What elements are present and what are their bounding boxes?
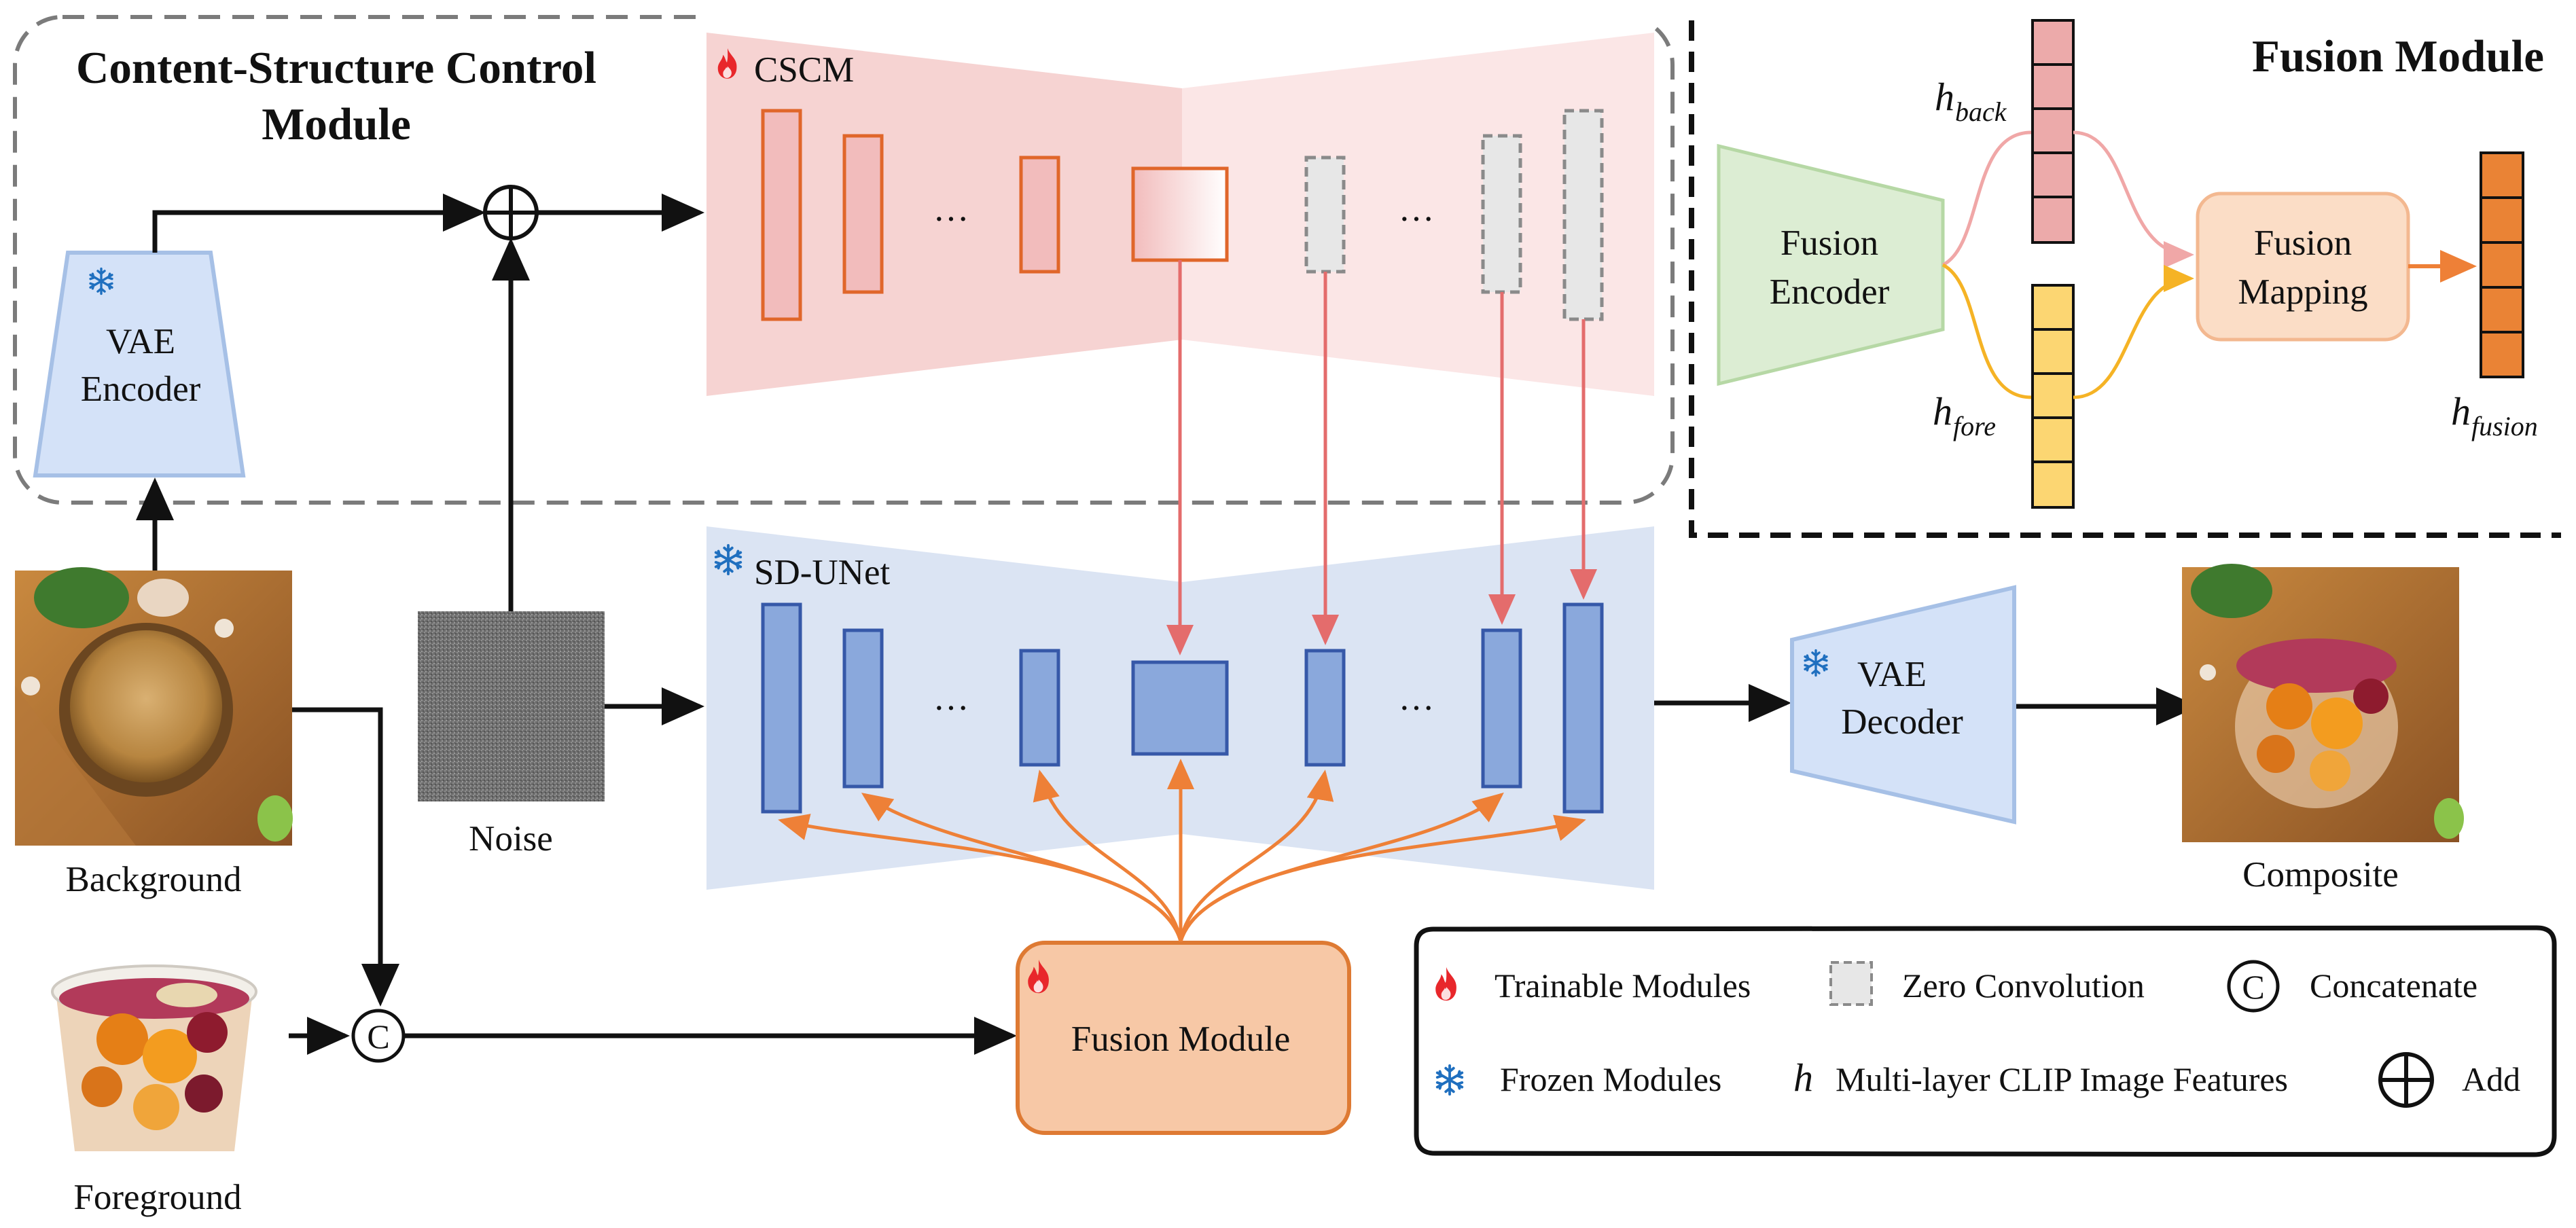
zero-conv-block [1304,156,1346,274]
fusion-encoder-line2: Encoder [1770,272,1890,312]
legend-frozen: Frozen Modules [1500,1060,1721,1098]
fusion-encoder-line1: Fusion [1781,223,1878,263]
concat-c-icon: C [2227,960,2280,1013]
zero-conv-block [1481,134,1522,294]
legend-zero-conv: Zero Convolution [1902,967,2145,1005]
legend-clip-features: Multi-layer CLIP Image Features [1836,1060,2288,1098]
unet-block [1481,628,1522,789]
fusion-condition-arrows [778,759,1586,942]
unet-block [1019,649,1060,767]
cscm-block [1019,156,1060,274]
vae-encoder-line1: VAE [106,322,175,361]
h-back-subscript: back [1955,96,2007,127]
h-fore-symbol: h [1933,389,1952,433]
svg-text:C: C [2242,968,2264,1006]
cscm-label: CSCM [754,50,854,90]
ellipsis: ··· [1399,689,1435,728]
vae-decoder-line2: Decoder [1841,702,1963,742]
svg-text:C: C [367,1017,389,1055]
fusion-mapping-line2: Mapping [2238,272,2367,312]
h-back-symbol: h [1935,75,1954,119]
zero-conv-block [1562,109,1604,321]
unet-middle-block [1131,660,1229,756]
h-fore-subscript: fore [1953,411,1996,441]
cscm-title-line1: Content-Structure Control [76,43,596,93]
fusion-encoder [1717,143,1945,386]
legend-add: Add [2462,1060,2520,1098]
fusion-detail-title: Fusion Module [2252,31,2544,82]
composite-label: Composite [2242,855,2399,895]
flow-arrows [136,194,2199,1055]
h-fore-feature-stack [2031,284,2075,509]
fusion-detail-border [1689,20,2561,538]
foreground-image [51,964,257,1151]
ellipsis: ··· [933,200,969,239]
cscm-block [761,109,802,321]
ellipsis: ··· [1399,200,1435,239]
h-fusion-feature-stack [2480,151,2524,378]
cscm-encoder-half [706,33,1182,396]
vae-encoder: VAE Encoder [33,251,246,477]
vae-decoder-line1: VAE [1857,655,1927,694]
h-fusion-subscript: fusion [2471,411,2538,441]
noise-image [418,611,605,801]
plus-circle-icon [2378,1052,2434,1108]
sd-unet-label: SD-UNet [754,553,890,592]
fusion-detail: Fusion Encoder h back h fore Fusion [1717,19,2538,509]
composite-image [2182,564,2464,842]
vae-encoder-line2: Encoder [81,369,201,409]
background-image [15,567,293,846]
sd-unet-branch: SD-UNet ··· ··· [706,516,1654,900]
legend-concatenate: Concatenate [2310,967,2477,1005]
h-back-feature-stack [2031,19,2075,244]
concat-c-icon: C [351,1009,406,1063]
ellipsis: ··· [933,689,969,728]
legend: Trainable Modules Zero Convolution C Con… [1414,925,2557,1157]
plus-circle-icon [483,185,539,240]
zero-conv-swatch [1829,961,1873,1006]
fusion-module-block: Fusion Module [1016,941,1351,1135]
cscm-title-line2: Module [262,99,411,149]
unet-block [842,628,884,789]
skip-connections [1166,260,1597,655]
legend-box [1414,925,2557,1157]
legend-trainable: Trainable Modules [1495,967,1751,1005]
h-fusion-symbol: h [2451,389,2471,433]
fusion-mapping-line1: Fusion [2254,223,2352,263]
unet-block [761,602,802,814]
cscm-decoder-half [1182,33,1654,396]
legend-h-symbol: h [1793,1055,1813,1100]
foreground-label: Foreground [73,1178,241,1217]
cscm-middle-block [1131,166,1229,262]
fusion-module-label: Fusion Module [1071,1019,1290,1059]
cscm-branch: CSCM ··· ··· [706,0,1654,408]
background-label: Background [65,860,241,899]
cscm-block [842,134,884,294]
vae-decoder: VAE Decoder [1790,585,2016,825]
unet-block [1304,649,1346,767]
unet-block [1562,602,1604,814]
noise-label: Noise [469,819,553,859]
fusion-mapping [2196,192,2410,342]
